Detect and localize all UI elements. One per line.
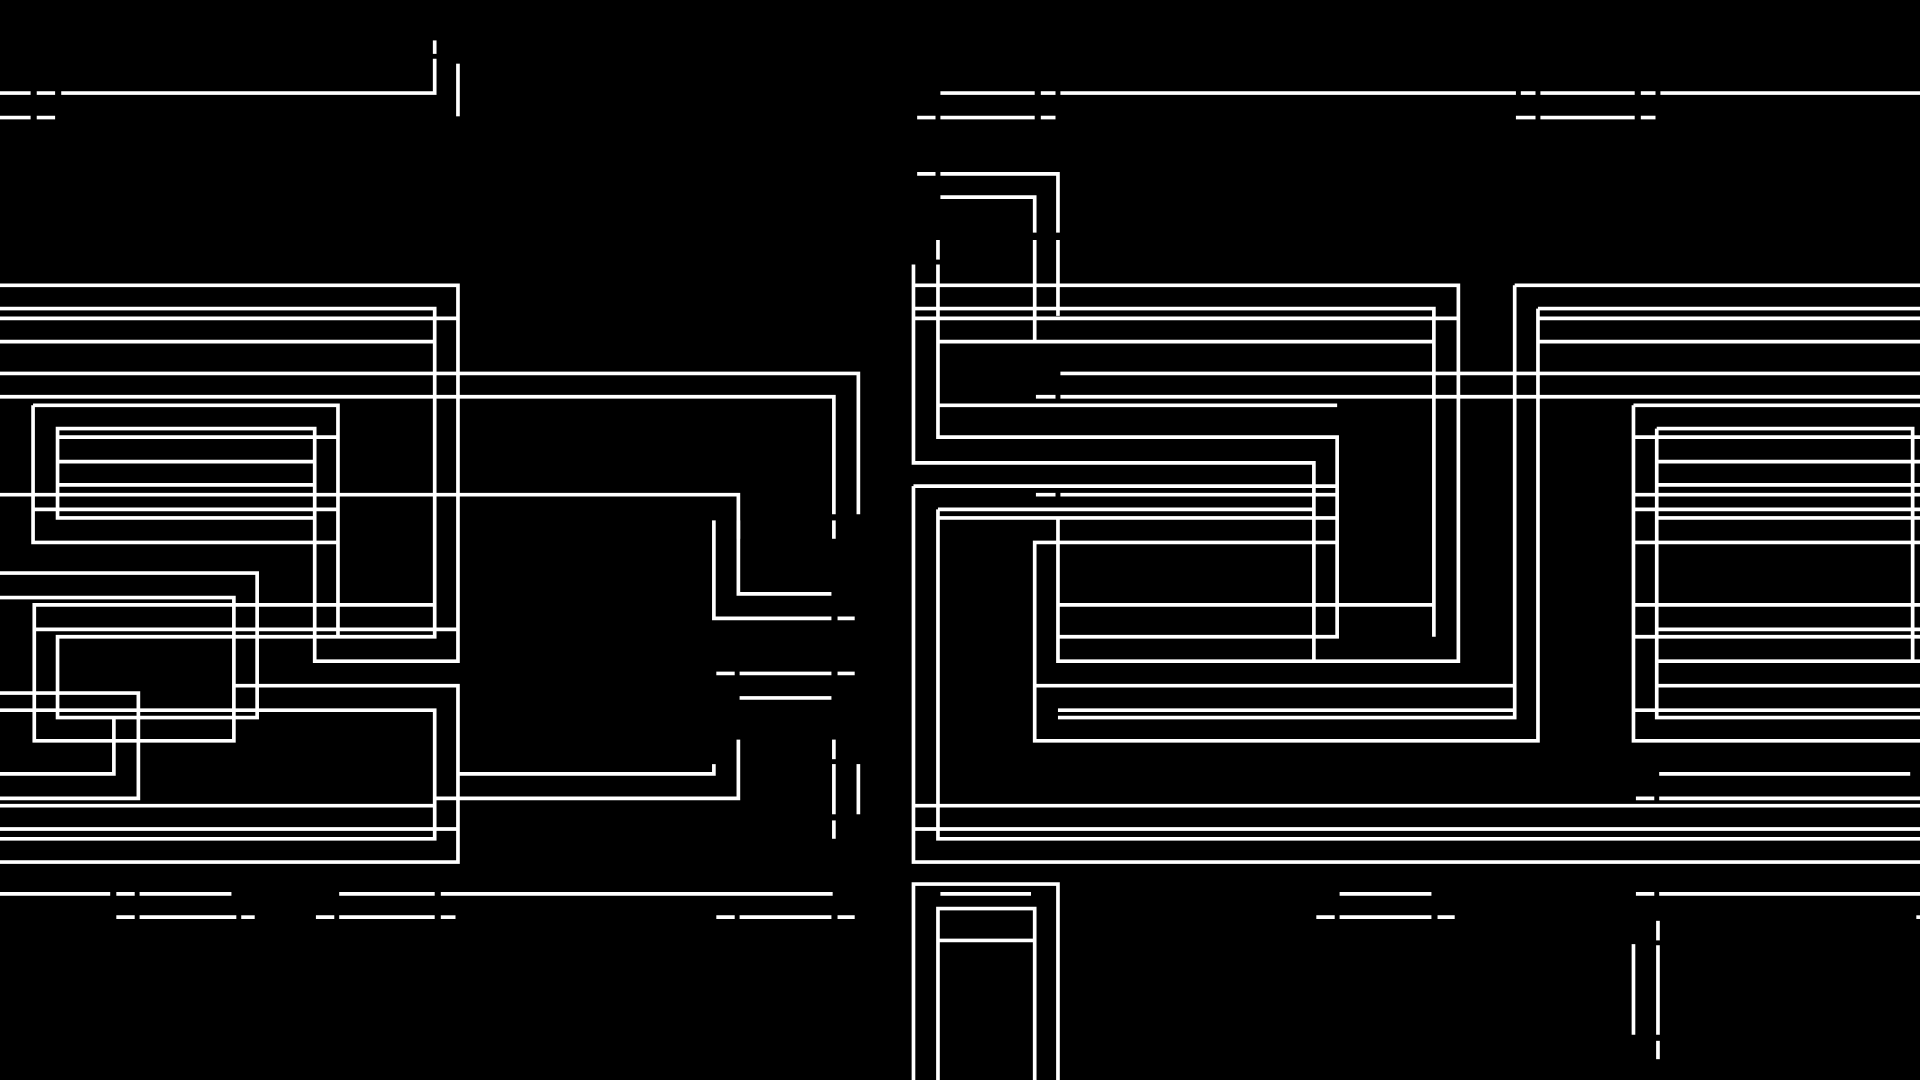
line-segment [1656, 426, 1915, 662]
line-segment [0, 371, 861, 515]
line-segment [0, 691, 141, 801]
line-segment [434, 739, 741, 801]
line-segment [33, 403, 340, 637]
line-segment [940, 195, 1037, 233]
line-segment [911, 264, 1316, 662]
line-segment [0, 708, 437, 841]
line-segment [457, 764, 716, 776]
line-segment [940, 172, 1060, 233]
line-segment [0, 595, 435, 743]
line-segment [936, 906, 1037, 1080]
line-segment [0, 394, 836, 515]
line-segment [913, 283, 1461, 664]
line-segment [911, 882, 1060, 1080]
line-segment [1057, 285, 1517, 720]
line-segment [1032, 308, 1540, 743]
line-segment [712, 520, 832, 621]
line-segment [911, 486, 1920, 864]
line-segment [913, 306, 1436, 637]
line-segment [31, 405, 338, 545]
line-segment [0, 492, 832, 596]
line-segment [0, 717, 116, 776]
line-segment [1654, 428, 1920, 720]
line-segment [0, 283, 460, 664]
line-segment [1631, 405, 1920, 743]
line-segment [61, 58, 437, 95]
line-segment [936, 509, 1920, 841]
line-group [0, 40, 1920, 1080]
line-segment [936, 264, 1339, 639]
line-segment [0, 306, 437, 720]
